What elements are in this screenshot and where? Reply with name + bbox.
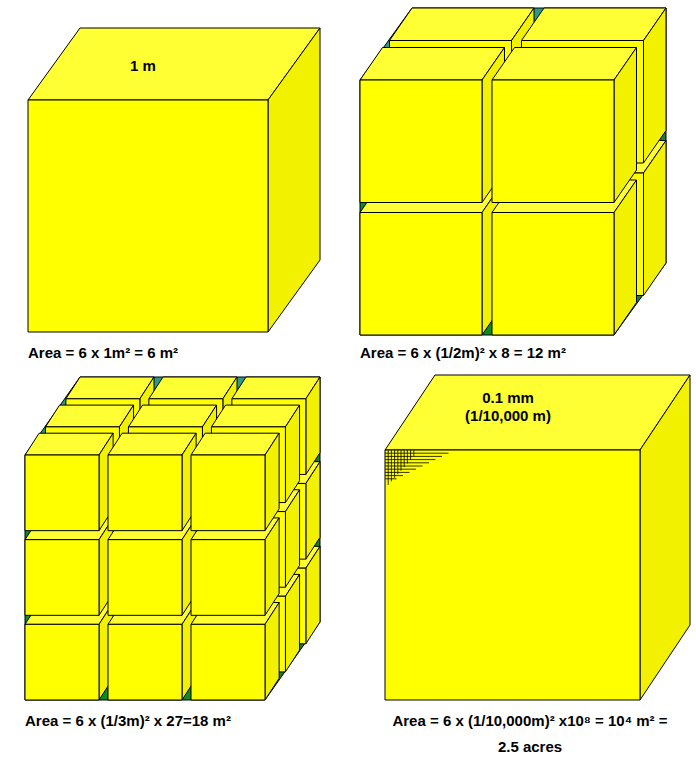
cube-top <box>522 8 667 41</box>
dimension-label: 0.1 mm <box>482 388 534 407</box>
grid-line <box>407 450 408 463</box>
cube-top <box>390 8 535 41</box>
cube-front <box>108 624 182 700</box>
cube-side <box>265 518 279 615</box>
cube-side <box>306 377 320 474</box>
cube-front <box>492 80 614 203</box>
cube-top <box>128 405 216 427</box>
grid-line <box>385 466 423 467</box>
cube-side <box>285 490 299 587</box>
cube-front <box>25 455 99 531</box>
cube-front <box>25 540 99 616</box>
grid-line <box>388 450 389 485</box>
grid-line <box>385 475 403 476</box>
cube-front <box>385 450 640 700</box>
grid-line <box>385 469 416 470</box>
cube-top <box>149 377 237 399</box>
cube-front <box>108 455 182 531</box>
cube-top <box>108 433 196 455</box>
cube-top <box>360 48 505 81</box>
grid-line <box>404 450 405 467</box>
cube-top <box>191 433 279 455</box>
grid-line <box>385 472 410 473</box>
cube-top <box>25 433 113 455</box>
cube-front <box>360 213 482 336</box>
dimension-label: 1 m <box>130 56 156 75</box>
cube-side <box>265 433 279 530</box>
cube-side <box>285 574 299 671</box>
cube-side <box>640 375 690 700</box>
grid-line <box>401 450 402 471</box>
cube-front <box>108 540 182 616</box>
cube-side <box>614 48 637 203</box>
cube-side <box>285 405 299 502</box>
area-caption: Area = 6 x 1m² = 6 m² <box>28 340 178 366</box>
cube-side <box>644 8 667 163</box>
cube-top <box>66 377 154 399</box>
cube-front <box>191 455 265 531</box>
area-caption: Area = 6 x (1/3m)² x 27=18 m² <box>25 708 231 734</box>
cube-front <box>360 80 482 203</box>
grid-line <box>413 450 414 456</box>
grid-line <box>385 478 397 479</box>
cube-top <box>232 377 320 399</box>
cube-top <box>211 405 299 427</box>
cube-side <box>268 28 320 332</box>
grid-line <box>394 450 395 478</box>
cube-front <box>492 213 614 336</box>
cube-side <box>306 546 320 643</box>
cube-front <box>191 540 265 616</box>
grid-line <box>410 450 411 460</box>
cube-side <box>265 603 279 700</box>
cube-side <box>644 141 667 296</box>
dimension-label: (1/10,000 m) <box>465 406 551 425</box>
cube-front <box>25 455 265 700</box>
cube-top <box>45 405 133 427</box>
cube-front <box>25 624 99 700</box>
cube-side <box>306 462 320 559</box>
cube-front <box>28 100 268 332</box>
cube-top <box>492 48 637 81</box>
cube-front <box>191 624 265 700</box>
cube-top <box>385 375 690 450</box>
cube-side <box>614 180 637 335</box>
area-caption: Area = 6 x (1/10,000m)² x10⁸ = 10⁴ m² = … <box>380 708 680 760</box>
area-caption: Area = 6 x (1/2m)² x 8 = 12 m² <box>360 340 566 366</box>
grid-line <box>397 450 398 474</box>
